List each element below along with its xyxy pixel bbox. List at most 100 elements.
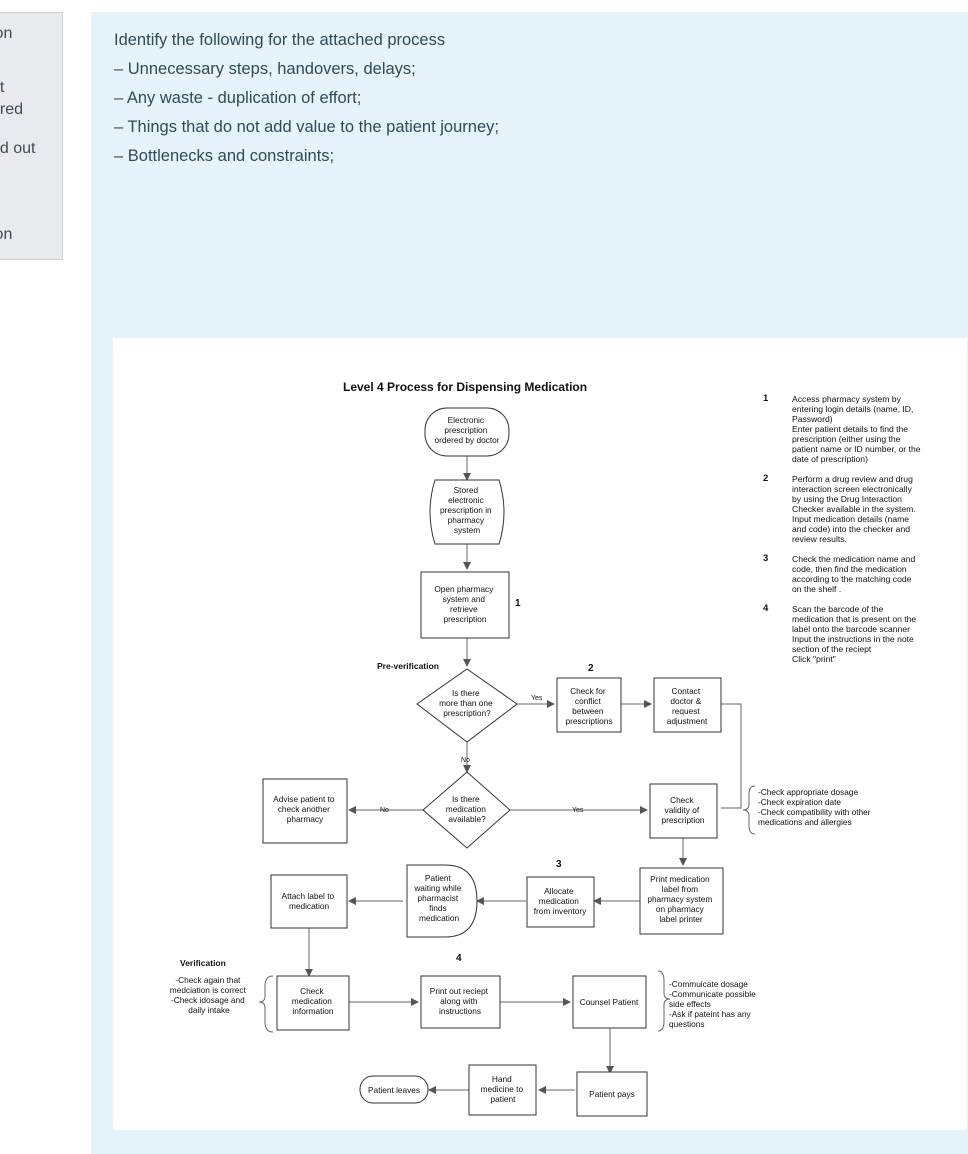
brace-verification xyxy=(258,975,274,1033)
node-text: finds xyxy=(429,903,447,913)
no-label: No xyxy=(380,807,389,814)
node-text: prescription xyxy=(662,815,705,825)
validity-checks-annotation: -Check appropriate dosage -Check expirat… xyxy=(758,787,873,827)
node-text: Check xyxy=(670,795,694,805)
note-line: Perform a drug review and drug xyxy=(792,474,913,484)
node-text: pharmacist xyxy=(418,893,459,903)
svg-text:Is there more than o: Is there more than one prescription? xyxy=(439,688,495,718)
node-text: medication xyxy=(539,896,580,906)
node-text: request xyxy=(672,706,700,716)
node-text: Contact xyxy=(672,686,701,696)
step-marker: 1 xyxy=(515,598,521,609)
node-text: electronic xyxy=(448,495,484,505)
step-marker: 2 xyxy=(588,663,594,674)
svg-text:Print out reciept al: Print out reciept along with instruction… xyxy=(430,986,490,1016)
note-line: medication that is present on the xyxy=(792,614,917,624)
node-check-validity: Check validity of prescription xyxy=(649,783,718,839)
note-line: review results. xyxy=(792,534,847,544)
node-text: Print medication xyxy=(650,874,710,884)
note-line: and code) into the checker and xyxy=(792,524,911,534)
node-text: Attach label to xyxy=(282,891,335,901)
question-item: – Unnecessary steps, handovers, delays; xyxy=(114,60,416,78)
node-text: Counsel Patient xyxy=(580,997,639,1007)
node-text: label from xyxy=(662,884,699,894)
verification-checks-annotation: -Check again that medciation is correct … xyxy=(170,975,248,1015)
svg-text:Check for conflict: Check for conflict between prescriptions xyxy=(565,686,612,726)
node-open-pharmacy-system: Open pharmacy system and retrieve prescr… xyxy=(420,571,510,639)
node-advise-patient: Advise patient to check another pharmacy xyxy=(262,778,348,844)
node-text: instructions xyxy=(439,1006,481,1016)
note-line: date of prescription) xyxy=(792,454,868,464)
node-text: along with xyxy=(440,996,478,1006)
node-stored-prescription: Stored electronic prescription in pharma… xyxy=(429,479,505,545)
no-label: No xyxy=(461,757,470,764)
node-hand-medicine: Hand medicine to patient xyxy=(468,1064,537,1116)
info-line: ion xyxy=(0,25,13,42)
question-item: – Things that do not add value to the pa… xyxy=(114,118,499,136)
node-text: pharmacy system xyxy=(647,894,712,904)
svg-text:Hand medicine to: Hand medicine to patient xyxy=(481,1074,526,1104)
node-electronic-prescription: Electronic prescription ordered by docto… xyxy=(424,407,510,457)
node-text: from inventory xyxy=(534,906,587,916)
note-line: Check the medication name and xyxy=(792,554,916,564)
diagram-title: Level 4 Process for Dispensing Medicatio… xyxy=(343,380,587,394)
svg-text:Stored electronic: Stored electronic prescription in pharma… xyxy=(440,485,494,535)
node-text: between xyxy=(572,706,604,716)
question-panel: Identify the following for the attached … xyxy=(91,12,968,1154)
node-patient-pays: Patient pays xyxy=(576,1071,648,1117)
node-text: medication xyxy=(446,804,487,814)
flowchart: Level 4 Process for Dispensing Medicatio… xyxy=(170,380,873,1117)
node-counsel-patient: Counsel Patient xyxy=(572,975,647,1029)
info-line: et xyxy=(0,79,5,96)
verification-label: Verification xyxy=(180,958,226,968)
info-line: ered xyxy=(0,101,24,118)
question-item: – Bottlenecks and constraints; xyxy=(114,147,335,165)
note-item: 4 Scan the barcode of the medication tha… xyxy=(763,604,943,665)
note-line: Click "print" xyxy=(792,654,836,664)
node-text: prescriptions xyxy=(565,716,612,726)
node-text: doctor & xyxy=(670,696,701,706)
process-diagram-image: Level 4 Process for Dispensing Medicatio… xyxy=(113,338,967,1130)
node-text: Patient pays xyxy=(589,1089,635,1099)
note-line: prescription (either using the xyxy=(792,434,901,444)
note-line: Input the instructions in the note xyxy=(792,634,914,644)
node-check-medication-info: Check medication information xyxy=(276,975,350,1031)
note-item: 1 Access pharmacy system by entering log… xyxy=(763,393,943,465)
svg-text:Print medication lab: Print medication label from pharmacy sys… xyxy=(647,874,714,924)
info-line: ion xyxy=(0,226,13,243)
node-text: Advise patient to xyxy=(273,794,335,804)
question-item: – Any waste - duplication of effort; xyxy=(114,89,362,107)
note-line: code, then find the medication xyxy=(792,564,907,574)
svg-text:Open pharmacy system: Open pharmacy system and retrieve prescr… xyxy=(434,584,495,624)
node-text: pharmacy xyxy=(287,814,324,824)
node-allocate-medication: Allocate medication from inventory xyxy=(526,876,595,928)
node-text: Electronic xyxy=(448,415,484,425)
svg-text:Allocate medication: Allocate medication from inventory xyxy=(534,886,587,916)
node-text: Allocate xyxy=(544,886,574,896)
node-text: prescription? xyxy=(443,708,491,718)
counsel-checks-annotation: -Commuicate dosage -Communicate possible… xyxy=(669,979,758,1029)
node-text: Is there xyxy=(452,794,480,804)
decision-more-than-one: Is there more than one prescription? xyxy=(416,668,518,743)
node-print-receipt: Print out reciept along with instruction… xyxy=(420,975,501,1029)
svg-text:Is there medication: Is there medication available? xyxy=(446,794,488,824)
node-text: Open pharmacy xyxy=(434,584,494,594)
node-text: pharmacy xyxy=(448,515,485,525)
node-contact-doctor: Contact doctor & request adjustment xyxy=(653,677,722,733)
svg-text:Electronic prescript: Electronic prescription ordered by docto… xyxy=(434,415,499,445)
info-line: ed out xyxy=(0,140,36,157)
note-line: interaction screen electronically xyxy=(792,484,912,494)
svg-text:Check validity of: Check validity of prescription xyxy=(662,795,705,825)
node-text: prescription in xyxy=(440,505,492,515)
note-number: 1 xyxy=(763,393,769,404)
connectors xyxy=(305,456,742,1094)
svg-text:Contact doctor &: Contact doctor & request adjustment xyxy=(667,686,708,726)
info-sidebar: ion et ered ed out 0 g ion xyxy=(0,12,63,260)
step-marker: 3 xyxy=(556,859,562,870)
question-text: Identify the following for the attached … xyxy=(114,29,499,174)
process-notes: 1 Access pharmacy system by entering log… xyxy=(763,394,943,674)
node-text: validity of xyxy=(665,805,700,815)
note-line: label onto the barcode scanner xyxy=(792,624,911,634)
note-line: Enter patient details to find the xyxy=(792,424,909,434)
note-line: Checker available in the system. xyxy=(792,504,916,514)
